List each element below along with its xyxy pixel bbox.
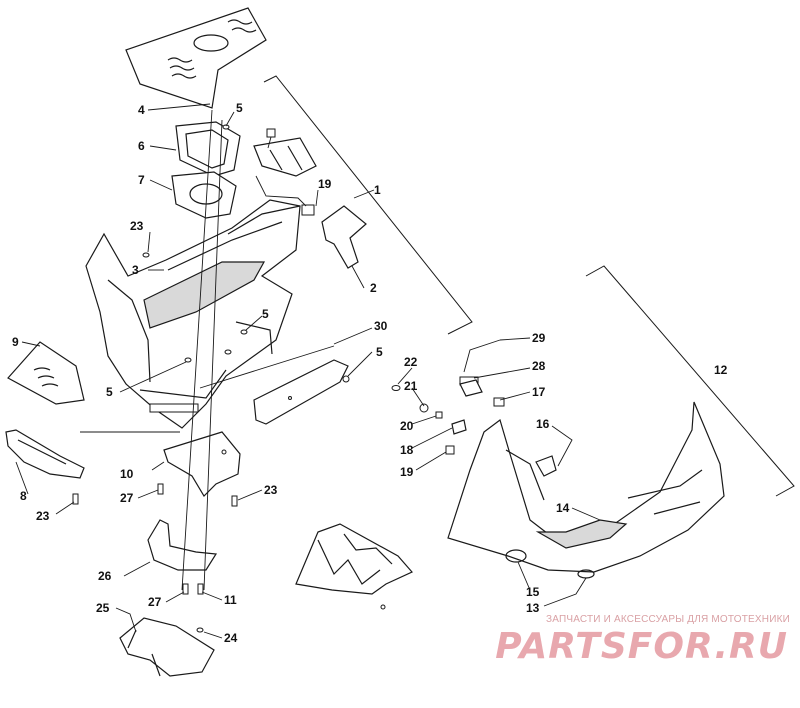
callout-5: 5 [376, 345, 383, 359]
callout-24: 24 [224, 631, 238, 645]
part-2-t-bracket [321, 205, 367, 269]
part-30-side-panel [253, 359, 350, 425]
callout-5: 5 [106, 385, 113, 399]
callout-27: 27 [120, 491, 134, 505]
callout-20: 20 [400, 419, 414, 433]
callout-23: 23 [264, 483, 278, 497]
callout-27: 27 [148, 595, 162, 609]
callout-29: 29 [532, 331, 546, 345]
part-16-adjuster-knob [535, 455, 557, 477]
callout-6: 6 [138, 139, 145, 153]
callout-11: 11 [224, 593, 237, 607]
callout-16: 16 [536, 417, 550, 431]
assembly-1-bracket [263, 75, 473, 335]
part-8-lower-deflector [5, 429, 85, 479]
callout-12: 12 [714, 363, 728, 377]
callout-5: 5 [236, 101, 243, 115]
part-12-lower-fairing [447, 401, 725, 579]
callout-30: 30 [374, 319, 388, 333]
callout-leaders [15, 103, 601, 639]
parts-28-29-17-hardware [459, 339, 505, 407]
part-10-front-bracket [163, 431, 241, 497]
watermark-logo: PARTSFOR.RU [495, 626, 788, 667]
callout-5: 5 [262, 307, 269, 321]
callout-10: 10 [120, 467, 134, 481]
callout-2: 2 [370, 281, 377, 295]
part-7-ring-plate [171, 171, 237, 219]
part-4-shield-plate [125, 7, 267, 109]
part-26-lower-bracket [147, 519, 218, 571]
callout-23: 23 [130, 219, 144, 233]
callout-7: 7 [138, 173, 145, 187]
callout-15: 15 [526, 585, 540, 599]
parts-18-22-fasteners [391, 385, 467, 455]
watermark-tagline: ЗАПЧАСТИ И АКСЕССУАРЫ ДЛЯ МОТОТЕХНИКИ [545, 614, 790, 625]
callout-23: 23 [36, 509, 50, 523]
callout-19: 19 [318, 177, 332, 191]
part-25-skid-plate [119, 617, 215, 677]
part-lattice-bracket [295, 523, 413, 610]
callout-25: 25 [96, 601, 110, 615]
callout-28: 28 [532, 359, 546, 373]
callout-13: 13 [526, 601, 540, 615]
callout-labels: 4 5 6 7 19 1 23 3 2 5 30 9 5 5 22 21 29 … [12, 101, 728, 645]
part-9-side-shield [7, 341, 85, 405]
assembly-12-bracket [585, 265, 795, 497]
callout-19: 19 [400, 465, 414, 479]
callout-9: 9 [12, 335, 19, 349]
callout-22: 22 [404, 355, 418, 369]
callout-1: 1 [374, 183, 381, 197]
callout-8: 8 [20, 489, 27, 503]
callout-18: 18 [400, 443, 414, 457]
part-upper-mount-bracket [253, 128, 317, 216]
part-6-gasket-frame [175, 121, 241, 177]
assembly-axis-lines [80, 109, 335, 591]
callout-4: 4 [138, 103, 145, 117]
callout-3: 3 [132, 263, 139, 277]
part-3-belly-pan [85, 199, 301, 429]
small-fasteners [72, 124, 248, 633]
callout-26: 26 [98, 569, 112, 583]
callout-14: 14 [556, 501, 570, 515]
callout-17: 17 [532, 385, 546, 399]
callout-21: 21 [404, 379, 418, 393]
